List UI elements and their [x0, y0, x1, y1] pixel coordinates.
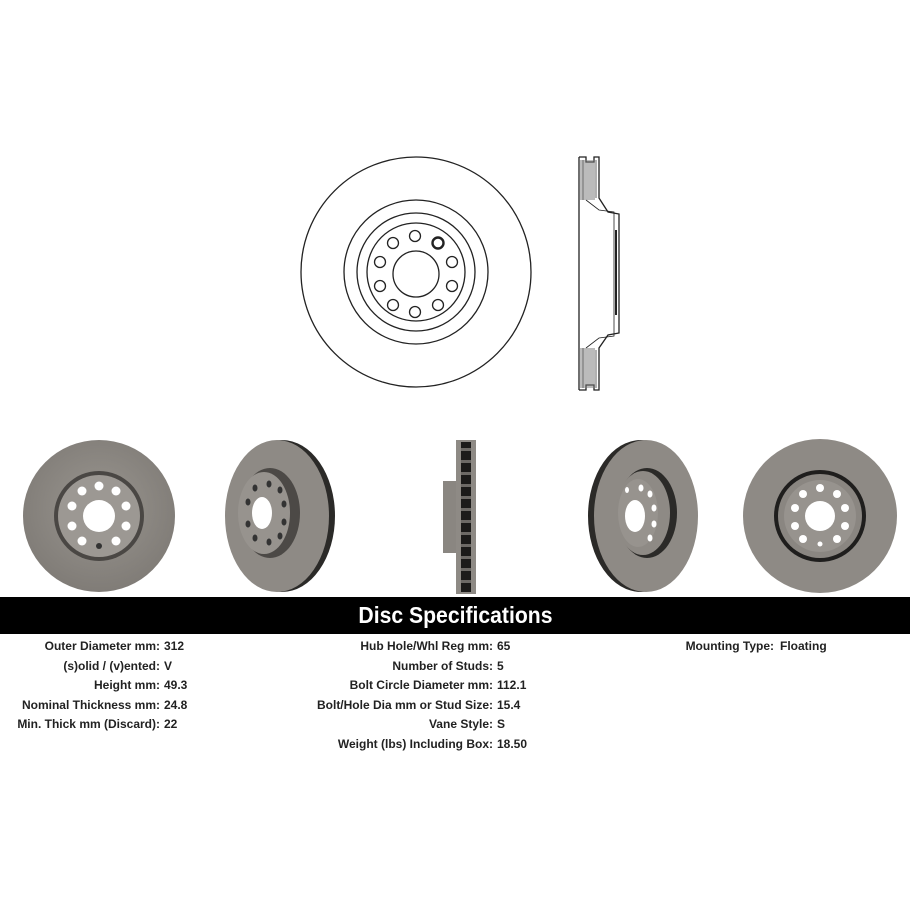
spec-row: Vane Style: S — [300, 715, 600, 735]
spec-value: S — [497, 717, 506, 732]
rotor-photo-angle-left — [225, 440, 335, 592]
spec-row: Weight (lbs) Including Box: 18.50 — [300, 735, 600, 755]
spec-column-1: Outer Diameter mm: 312 (s)olid / (v)ente… — [0, 637, 260, 735]
spec-label: Weight (lbs) Including Box: — [337, 736, 493, 751]
spec-row: Min. Thick mm (Discard): 22 — [0, 715, 260, 735]
rotor-photo-angle-right — [588, 440, 698, 592]
spec-value: 24.8 — [164, 697, 188, 712]
spec-label: Hub Hole/Whl Reg mm: — [360, 639, 493, 653]
spec-value: 22 — [164, 717, 178, 732]
spec-label: Nominal Thickness mm: — [21, 697, 160, 712]
spec-value: 112.1 — [497, 678, 527, 693]
spec-title-bar: Disc Specifications — [0, 597, 910, 634]
spec-value: 5 — [497, 658, 504, 673]
rotor-technical-drawing — [300, 156, 620, 391]
spec-label: Height mm: — [94, 678, 160, 693]
spec-label: Mounting Type: — [685, 639, 774, 653]
spec-label: (s)olid / (v)ented: — [63, 658, 160, 673]
spec-row: Bolt/Hole Dia mm or Stud Size: 15.4 — [300, 696, 600, 716]
spec-row: Outer Diameter mm: 312 — [0, 637, 260, 657]
spec-column-2: Hub Hole/Whl Reg mm: 65 Number of Studs:… — [300, 637, 600, 755]
rotor-photo-side — [443, 440, 476, 594]
spec-value: 65 — [497, 639, 511, 653]
spec-label: Vane Style: — [428, 717, 493, 732]
spec-value: 18.50 — [497, 736, 528, 751]
spec-value: 15.4 — [497, 697, 521, 712]
spec-value: 49.3 — [164, 678, 188, 693]
spec-column-3: Mounting Type: Floating — [600, 637, 910, 657]
spec-row: Number of Studs: 5 — [300, 657, 600, 677]
hub-hole — [392, 250, 440, 298]
spec-title: Disc Specifications — [357, 602, 553, 628]
spec-label: Bolt Circle Diameter mm: — [349, 678, 493, 693]
spec-label: Bolt/Hole Dia mm or Stud Size: — [316, 697, 493, 712]
spec-value: 312 — [164, 639, 185, 653]
spec-row: Mounting Type: Floating — [600, 637, 910, 657]
rotor-photo-front — [23, 440, 175, 592]
spec-label: Outer Diameter mm: — [44, 639, 160, 653]
spec-value: Floating — [780, 639, 827, 653]
spec-row: Bolt Circle Diameter mm: 112.1 — [300, 676, 600, 696]
rotor-outer-edge — [300, 156, 532, 388]
spec-row: (s)olid / (v)ented: V — [0, 657, 260, 677]
spec-row: Height mm: 49.3 — [0, 676, 260, 696]
spec-label: Number of Studs: — [392, 658, 493, 673]
spec-value: V — [164, 658, 173, 673]
spec-label: Min. Thick mm (Discard): — [17, 717, 160, 732]
spec-row: Nominal Thickness mm: 24.8 — [0, 696, 260, 716]
spec-row: Hub Hole/Whl Reg mm: 65 — [300, 637, 600, 657]
rotor-photo-back — [743, 439, 897, 593]
